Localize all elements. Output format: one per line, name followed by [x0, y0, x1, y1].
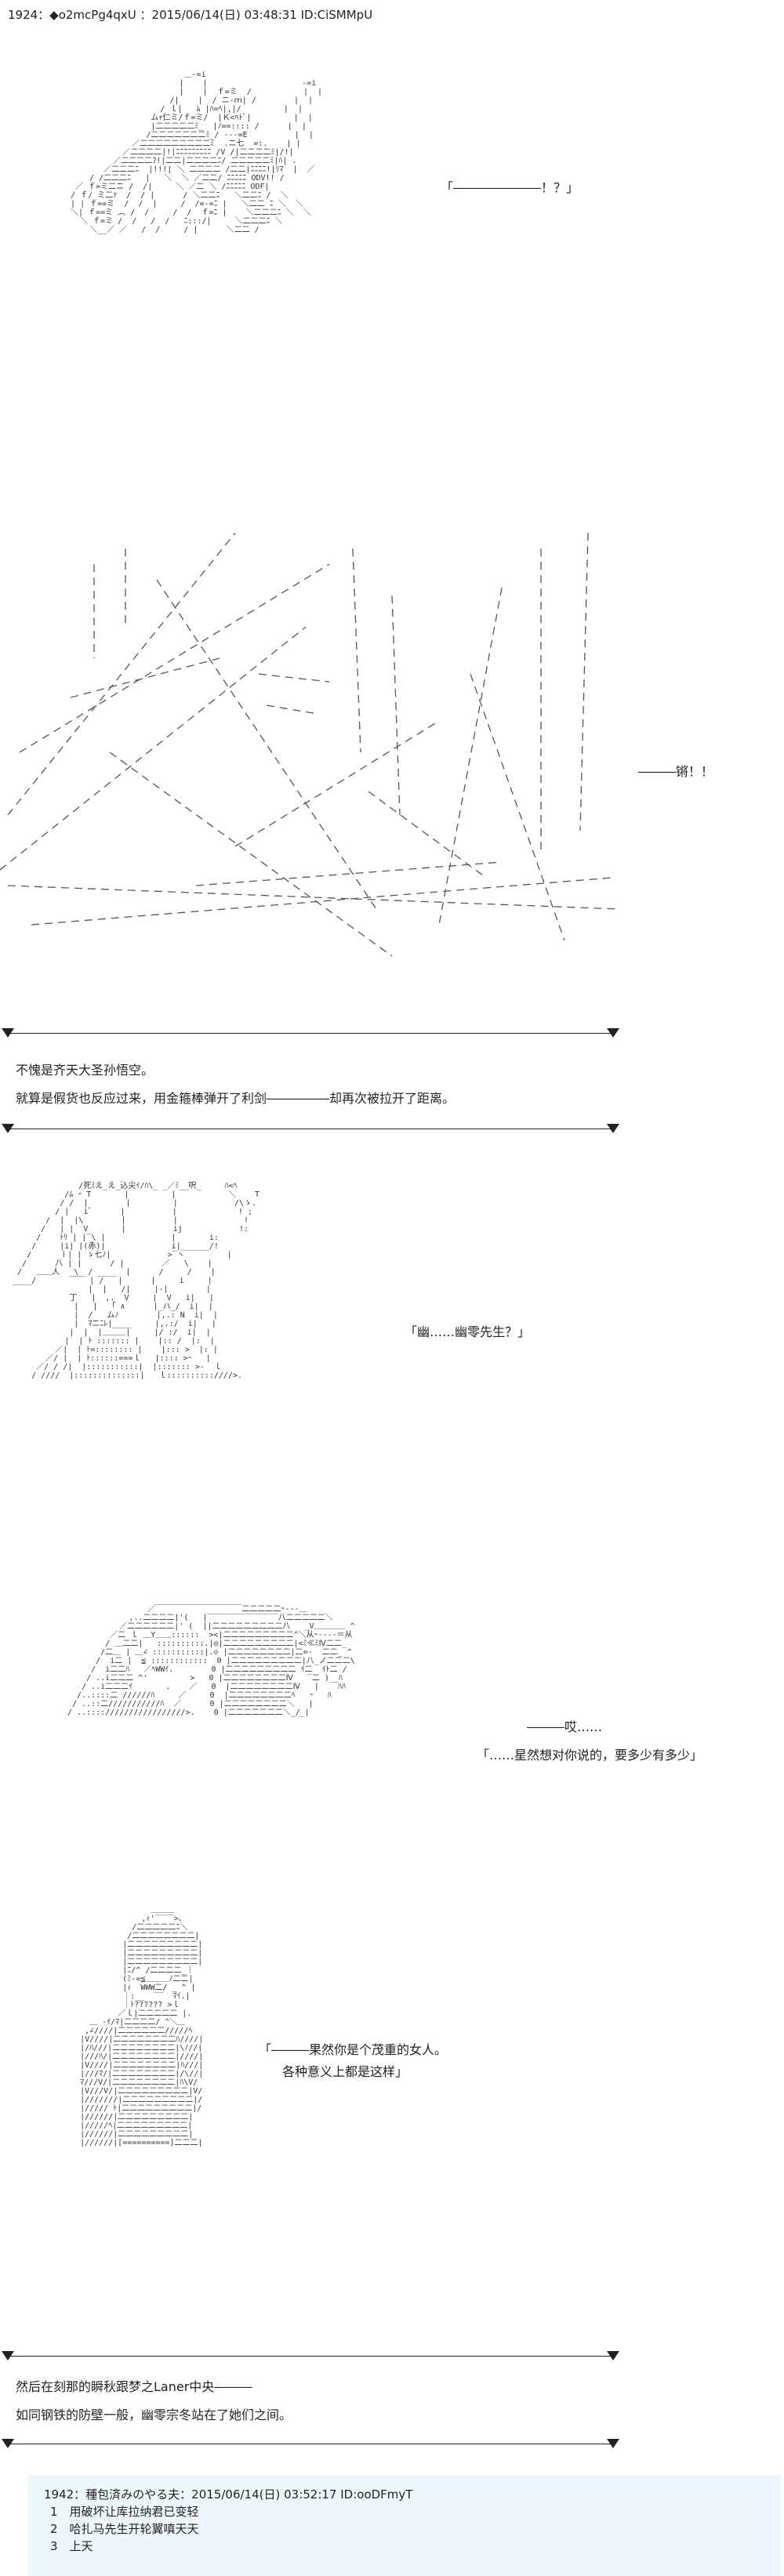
- reply-post: 1942：種包済みのやる夫：2015/06/14(日) 03:52:17 ID:…: [28, 2475, 781, 2576]
- narration-line: 然后在刻那的瞬秋跟梦之Laner中央―――: [16, 2379, 252, 2394]
- down-triangle-icon: [607, 2439, 619, 2448]
- down-triangle-icon: [2, 1028, 14, 1038]
- narration-line: 就算是假货也反应过来，用金箍棒弹开了利剑―――――却再次被拉开了距离。: [16, 1091, 456, 1106]
- choice-option: 2 哈扎马先生开轮翼嗔天天: [50, 2522, 199, 2536]
- narration-line: 不愧是齐天大圣孙悟空。: [16, 1063, 154, 1078]
- dialogue-call: 「幽……幽零先生？」: [405, 1324, 531, 1339]
- narration-line: 如同钢铁的防壁一般，幽零宗冬站在了她们之间。: [16, 2408, 292, 2422]
- dialogue-sigh: ―――哎……: [527, 1719, 603, 1734]
- down-triangle-icon: [2, 1124, 14, 1133]
- dialogue-clang: ―――锵！！: [638, 764, 714, 779]
- post-header: 1924：◆o2mcPg4qxU ：2015/06/14(日) 03:48:31…: [8, 8, 373, 22]
- dialogue-remark-line2: 各种意义上都是这样」: [282, 2064, 408, 2079]
- ascii-art-armored-figure: ＿＿＿ ,ｨ'‾‾‾‾>、 /二二二二二ﾆ＼ /二二二二二二二二| |二二二二二…: [80, 1906, 204, 2147]
- down-triangle-icon: [2, 2351, 14, 2360]
- ascii-art-dark-figure: ／￣￣￣￣￣￣￣￣￣￣￣二二二二二ｰ---＿ ,..二二二二|'( |‾‾‾‾‾…: [67, 1605, 355, 1717]
- choice-option: 1 用破坏让库拉纳君已变轻: [50, 2505, 199, 2519]
- down-triangle-icon: [607, 1124, 619, 1133]
- section-divider: [8, 1033, 613, 1034]
- choice-option: 3 上天: [50, 2539, 93, 2553]
- dialogue-shock: 「―――――――！？」: [441, 180, 579, 195]
- down-triangle-icon: [607, 2351, 619, 2360]
- ascii-art-mech: ＿-=i | | -=i | | ｆ=ミ / | | /| | / ニ-ｍ| /…: [71, 71, 323, 234]
- reply-header: 1942：種包済みのやる夫：2015/06/14(日) 03:52:17 ID:…: [44, 2487, 413, 2502]
- down-triangle-icon: [607, 1028, 619, 1038]
- dialogue-reply: 「……星然想对你说的，要多少有多少」: [477, 1748, 703, 1763]
- dialogue-remark-line1: 「―――果然你是个茂重的女人。: [259, 2042, 448, 2057]
- ascii-art-figure: /死ﾐえ_え_込尖ｲ/ﾊ\_ _／ﾐ__呎_ ﾊ<ﾍ /ﾑ ｰ T | | ＼ …: [13, 1182, 260, 1380]
- down-triangle-icon: [2, 2439, 14, 2448]
- speed-lines-clash: [0, 532, 620, 956]
- section-divider: [8, 2356, 613, 2357]
